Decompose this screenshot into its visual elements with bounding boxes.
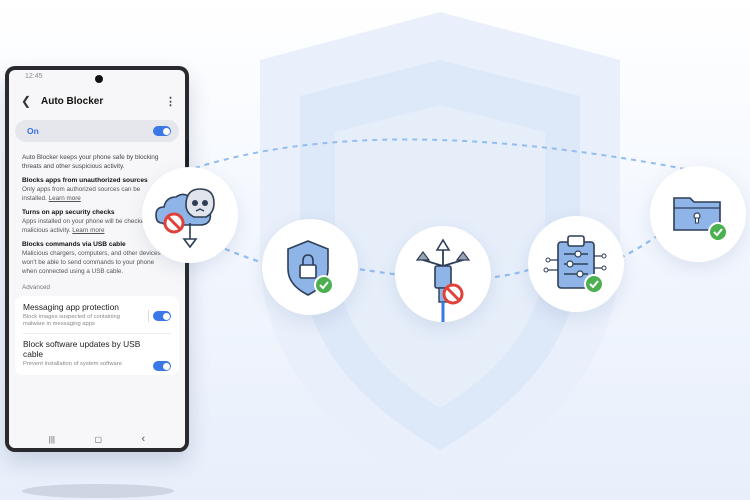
back-arrow-icon[interactable]: ❮ [21,94,32,108]
section-body: Only apps from authorized sources can be… [22,186,179,203]
advanced-settings-card: Messaging app protection Block images su… [15,296,179,376]
section-body-line: when connected using a USB cable. [22,267,124,275]
intro-text: Auto Blocker keeps your phone safe by bl… [22,154,159,170]
section-body-line: malicious activity. Learn more [22,227,179,236]
feature-malware-block [142,167,238,263]
feature-app-security [262,219,358,315]
status-bar: 12:45 [9,70,185,86]
setting-title: Block software updates by USB cable [23,339,141,360]
section-body-line: Apps installed on your phone will be che… [22,218,148,226]
usb-blocked-icon [415,238,471,322]
divider [23,333,171,335]
folder-lock-check-icon [673,197,728,242]
feature-security-checks [528,216,624,312]
home-button[interactable]: ▢ [94,434,103,444]
setting-title: Messaging app protection [23,302,119,313]
more-options-icon[interactable]: ⋮ [165,95,176,108]
shield-lock-check-icon [287,240,334,296]
section-body-line: installed. Learn more [22,195,179,204]
master-toggle-switch[interactable] [153,126,171,136]
back-button[interactable]: ‹ [141,433,146,445]
setting-row-messaging[interactable]: Messaging app protection Block images su… [23,302,171,328]
camera-hole [95,75,103,83]
feature-file-protection [650,166,746,262]
feature-usb-block [395,226,491,322]
section-body-line: Malicious chargers, computers, and other… [22,250,161,258]
navigation-bar: ||| ▢ ‹ [9,430,185,448]
messaging-protection-toggle[interactable] [153,311,171,322]
learn-more-link[interactable]: Learn more [48,194,81,202]
master-switch-row[interactable]: On [15,120,179,142]
section-title: Blocks apps from unauthorized sources [22,177,148,184]
master-switch-label: On [27,126,39,136]
learn-more-link[interactable]: Learn more [72,226,105,234]
section-body-line: won't be able to send commands to your p… [22,258,155,266]
section-title: Blocks commands via USB cable [22,241,126,249]
status-time: 12:45 [25,73,43,80]
app-header: ❮ Auto Blocker ⋮ [9,86,185,116]
section-body-text: malicious activity. [22,226,71,234]
recents-button[interactable]: ||| [48,434,55,444]
divider [148,310,149,323]
setting-row-usb-updates[interactable]: Block software updates by USB cable Prev… [23,339,171,372]
phone-device: 12:45 ❮ Auto Blocker ⋮ On Auto Blocker k… [5,66,189,452]
toggle-wrap [148,310,171,323]
phone-screen: 12:45 ❮ Auto Blocker ⋮ On Auto Blocker k… [9,70,185,448]
phone-shadow [22,484,174,498]
page-title: Auto Blocker [41,95,104,107]
setting-subtitle: Block images suspected of containing mal… [23,314,120,328]
feature-description: Auto Blocker keeps your phone safe by bl… [9,142,185,276]
section-body: Malicious chargers, computers, and other… [22,250,179,276]
phone-side-button [186,140,189,168]
malware-cloud-blocked-icon [155,188,215,249]
setting-text: Messaging app protection Block images su… [23,302,135,328]
clipboard-settings-check-icon [543,235,607,294]
section-body-text: installed. [22,194,47,202]
toggle-wrap [153,361,171,372]
setting-text: Block software updates by USB cable Prev… [23,339,143,368]
section-body-line: Only apps from authorized sources can be [22,186,141,193]
setting-subtitle: Prevent installation of system software [23,361,122,368]
section-title: Turns on app security checks [22,209,115,217]
advanced-section-label: Advanced [22,284,51,292]
usb-updates-toggle[interactable] [153,361,171,372]
section-body: Apps installed on your phone will be che… [22,218,179,235]
